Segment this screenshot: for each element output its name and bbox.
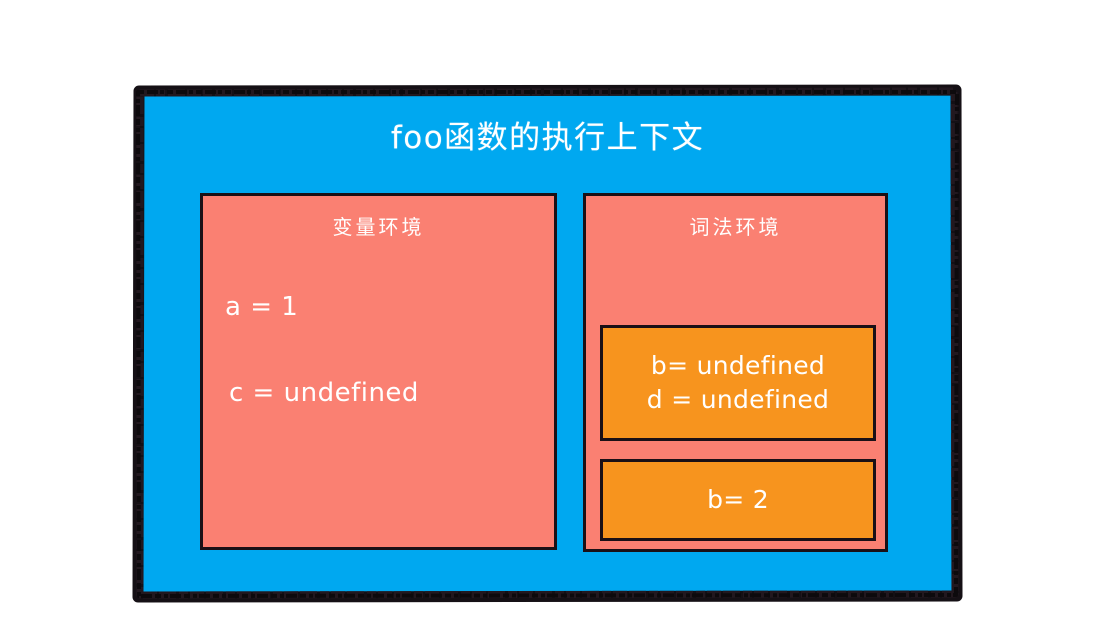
variable-environment-entries: a = 1 c = undefined [225, 292, 544, 408]
binding-entry: b= undefined [650, 350, 826, 380]
binding-box: b= 2 [600, 459, 876, 541]
variable-environment-title: 变量环境 [332, 215, 425, 239]
variable-entry: a = 1 [225, 292, 299, 322]
binding-box: b= undefined d = undefined [600, 325, 876, 441]
lexical-environment-panel: 词法环境 b= undefined d = undefined b= 2 [583, 193, 888, 552]
lexical-environment-title: 词法环境 [689, 215, 782, 239]
execution-context-title: foo函数的执行上下文 [390, 120, 705, 156]
binding-entry: b= 2 [707, 484, 769, 514]
binding-entry: d = undefined [646, 385, 830, 414]
execution-context-box: foo函数的执行上下文 变量环境 a = 1 c = undefined 词法环… [138, 90, 957, 597]
variable-environment-panel: 变量环境 a = 1 c = undefined [200, 193, 557, 550]
variable-entry: c = undefined [229, 378, 419, 408]
